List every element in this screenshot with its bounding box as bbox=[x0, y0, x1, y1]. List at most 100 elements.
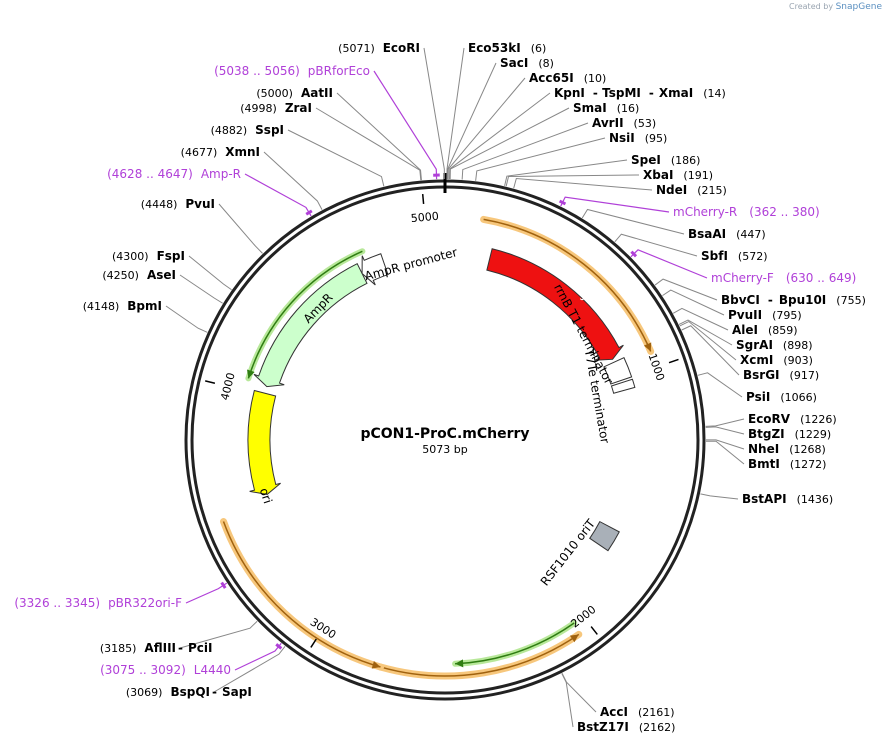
leader-line bbox=[315, 107, 422, 181]
site-saci[interactable]: SacI(8) bbox=[500, 56, 554, 70]
site-spei[interactable]: SpeI(186) bbox=[631, 153, 700, 167]
site-xcmi[interactable]: XcmI(903) bbox=[740, 353, 813, 367]
primer-pbrforeco[interactable]: (5038 .. 5056)pBRforEco bbox=[214, 64, 440, 177]
primer-name: pBR322ori-F bbox=[108, 596, 182, 610]
site-ecori[interactable]: (5071)EcoRI bbox=[338, 41, 420, 55]
site-extra-name: Bpu10I bbox=[779, 293, 826, 307]
site-bpmi[interactable]: (4148)BpmI bbox=[83, 299, 162, 313]
site-label: (4677)XmnI bbox=[181, 145, 260, 159]
site-bsrgi[interactable]: BsrGI(917) bbox=[743, 368, 819, 382]
site-label: (5000)AatII bbox=[256, 86, 333, 100]
site-aatii[interactable]: (5000)AatII bbox=[256, 86, 333, 100]
site-sgrai[interactable]: SgrAI(898) bbox=[736, 338, 813, 352]
site-label: BstZ17I(2162) bbox=[577, 720, 675, 734]
inner-orf-arrowhead bbox=[455, 659, 464, 668]
site-xmni[interactable]: (4677)XmnI bbox=[181, 145, 260, 159]
site-label: Eco53kI(6) bbox=[468, 41, 546, 55]
site-position: (1066) bbox=[780, 391, 817, 404]
leader-line bbox=[188, 255, 232, 291]
site-name: NsiI bbox=[609, 131, 635, 145]
site-avrii[interactable]: AvrII(53) bbox=[592, 116, 656, 130]
feature-mcherry[interactable] bbox=[486, 248, 624, 361]
site-ndei[interactable]: NdeI(215) bbox=[656, 183, 727, 197]
site-btgzi[interactable]: BtgZI(1229) bbox=[748, 427, 831, 441]
feature-shape bbox=[247, 389, 281, 495]
feature-ampr[interactable] bbox=[253, 262, 368, 388]
snapgene-credit: Created by SnapGene bbox=[789, 2, 882, 12]
site-nsii[interactable]: NsiI(95) bbox=[609, 131, 667, 145]
feature-shape bbox=[253, 262, 368, 388]
primer-name: pBRforEco bbox=[308, 64, 370, 78]
site-acci[interactable]: AccI(2161) bbox=[600, 705, 675, 719]
site-position: (4677) bbox=[181, 146, 218, 159]
leader-line bbox=[705, 418, 745, 427]
site-separator: - bbox=[212, 685, 217, 699]
primer-l4440[interactable]: (3075 .. 3092)L4440 bbox=[100, 643, 283, 677]
site-label: NdeI(215) bbox=[656, 183, 727, 197]
tick-label: 2000 bbox=[568, 603, 598, 631]
site-sbfi[interactable]: SbfI(572) bbox=[701, 249, 768, 263]
site-label: SacI(8) bbox=[500, 56, 554, 70]
site-label: AvrII(53) bbox=[592, 116, 656, 130]
site-bmti[interactable]: BmtI(1272) bbox=[748, 457, 826, 471]
site-bstz17i[interactable]: BstZ17I(2162) bbox=[577, 720, 675, 734]
primer-range: (630 .. 649) bbox=[786, 271, 856, 285]
leader-line bbox=[654, 278, 718, 301]
site-label: BsaAI(447) bbox=[688, 227, 766, 241]
site-pvuii[interactable]: PvuII(795) bbox=[728, 308, 802, 322]
site-extra-name: TspMI bbox=[602, 86, 641, 100]
site-bsaai[interactable]: BsaAI(447) bbox=[688, 227, 766, 241]
site-asei[interactable]: (4250)AseI bbox=[102, 268, 176, 282]
feature-rsf1010-orit[interactable] bbox=[589, 520, 620, 552]
site-name: AvrII bbox=[592, 116, 624, 130]
site-name: XbaI bbox=[643, 168, 673, 182]
orf-line bbox=[483, 218, 652, 352]
site-sspi[interactable]: (4882)SspI bbox=[211, 123, 284, 137]
site-fspi[interactable]: (4300)FspI bbox=[112, 249, 185, 263]
site-bstapi[interactable]: BstAPI(1436) bbox=[742, 492, 833, 506]
site-position: (4998) bbox=[240, 102, 277, 115]
primer-label: mCherry-R(362 .. 380) bbox=[673, 205, 820, 219]
site-name: AccI bbox=[600, 705, 628, 719]
site-ecorv[interactable]: EcoRV(1226) bbox=[748, 412, 837, 426]
primer-mcherry-r[interactable]: mCherry-R(362 .. 380) bbox=[558, 199, 820, 219]
leader-line bbox=[678, 319, 733, 346]
primer-amp-r[interactable]: (4628 .. 4647)Amp-R bbox=[107, 167, 313, 216]
orf-line bbox=[380, 633, 580, 677]
feature-shape bbox=[486, 248, 624, 361]
site-bbvci[interactable]: BbvCI-Bpu10I(755) bbox=[721, 293, 866, 307]
site-zrai[interactable]: (4998)ZraI bbox=[240, 101, 312, 115]
leader-line bbox=[185, 582, 228, 604]
site-acc65i[interactable]: Acc65I(10) bbox=[529, 71, 606, 85]
feature-t7te-terminator[interactable] bbox=[610, 378, 636, 394]
feature-rrnb-t1-terminator[interactable] bbox=[603, 356, 633, 385]
site-smai[interactable]: SmaI(16) bbox=[573, 101, 639, 115]
site-name: NdeI bbox=[656, 183, 687, 197]
primer-mark bbox=[220, 581, 227, 589]
site-xbai[interactable]: XbaI(191) bbox=[643, 168, 713, 182]
site-pvui[interactable]: (4448)PvuI bbox=[141, 197, 215, 211]
site-eco53ki[interactable]: Eco53kI(6) bbox=[468, 41, 546, 55]
site-name: BmtI bbox=[748, 457, 780, 471]
tick-mark bbox=[421, 193, 425, 205]
site-nhei[interactable]: NheI(1268) bbox=[748, 442, 826, 456]
site-name: XcmI bbox=[740, 353, 773, 367]
feature-ampr-promoter[interactable] bbox=[361, 253, 389, 286]
site-name: BbvCI bbox=[721, 293, 760, 307]
primer-label: (5038 .. 5056)pBRforEco bbox=[214, 64, 370, 78]
site-label: (4148)BpmI bbox=[83, 299, 162, 313]
tick-mark bbox=[668, 358, 679, 364]
site-position: (1268) bbox=[789, 443, 826, 456]
site-psii[interactable]: PsiI(1066) bbox=[746, 390, 817, 404]
site-kpni[interactable]: KpnI-TspMI-XmaI(14) bbox=[554, 86, 726, 100]
primer-pbr322ori-f[interactable]: (3326 .. 3345)pBR322ori-F bbox=[14, 581, 227, 610]
site-name: EcoRI bbox=[383, 41, 420, 55]
primer-mcherry-f[interactable]: mCherry-F(630 .. 649) bbox=[630, 250, 856, 285]
site-alei[interactable]: AleI(859) bbox=[732, 323, 798, 337]
site-position: (4148) bbox=[83, 300, 120, 313]
feature-ori[interactable] bbox=[247, 389, 281, 495]
site-position: (1226) bbox=[800, 413, 837, 426]
site-label: (3185)AflIII bbox=[100, 641, 176, 655]
